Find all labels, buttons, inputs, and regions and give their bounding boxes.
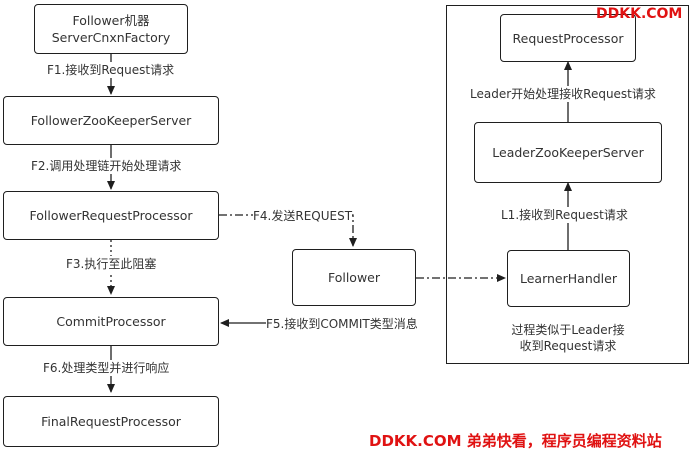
edge-label-f3: F3.执行至此阻塞 bbox=[66, 256, 157, 272]
node-commit-processor: CommitProcessor bbox=[3, 297, 219, 346]
watermark-bottom: DDKK.COM 弟弟快看，程序员编程资料站 bbox=[369, 432, 662, 450]
watermark-top: DDKK.COM bbox=[596, 6, 683, 22]
leader-container bbox=[446, 5, 689, 364]
edge-label-f6: F6.处理类型并进行响应 bbox=[43, 360, 170, 376]
node-follower-zk-server: FollowerZooKeeperServer bbox=[3, 96, 219, 145]
edge-label-f1: F1.接收到Request请求 bbox=[47, 62, 175, 78]
edge-label-f4: F4.发送REQUEST bbox=[253, 208, 353, 224]
process-note: 过程类似于Leader接 收到Request请求 bbox=[511, 323, 625, 353]
node-request-processor: RequestProcessor bbox=[500, 14, 636, 62]
edge-label-l1: L1.接收到Request请求 bbox=[501, 207, 628, 223]
edge-label-f2: F2.调用处理链开始处理请求 bbox=[31, 158, 182, 174]
edge-label-f5: F5.接收到COMMIT类型消息 bbox=[266, 316, 418, 332]
node-final-request-processor: FinalRequestProcessor bbox=[3, 396, 219, 447]
node-follower-machine: Follower机器 ServerCnxnFactory bbox=[34, 4, 188, 54]
node-follower: Follower bbox=[292, 249, 416, 306]
edge-label-leader-start: Leader开始处理接收Request请求 bbox=[470, 86, 656, 102]
node-follower-request-processor: FollowerRequestProcessor bbox=[3, 191, 219, 240]
node-learner-handler: LearnerHandler bbox=[507, 250, 630, 307]
node-leader-zk-server: LeaderZooKeeperServer bbox=[474, 122, 662, 183]
